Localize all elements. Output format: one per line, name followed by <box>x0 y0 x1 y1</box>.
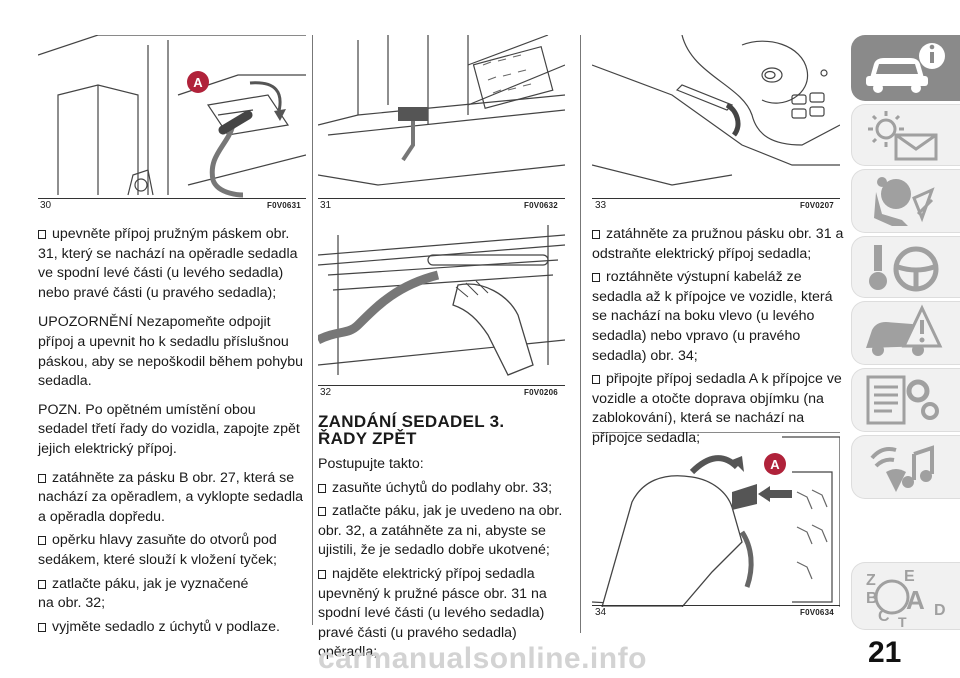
figure-33-rule <box>592 198 840 199</box>
sidebar-tab-multimedia[interactable] <box>851 435 960 499</box>
sidebar-tab-starting-driving[interactable] <box>851 236 960 298</box>
sidebar-tab-car-info[interactable] <box>851 35 960 101</box>
bullet-item: vyjměte sedadlo z úchytů v podlaze. <box>38 618 308 638</box>
figure-30-code: F0V0631 <box>267 201 301 210</box>
text-column-3: zatáhněte za pružnou pásku obr. 31 a ods… <box>592 225 844 453</box>
figure-31-number: 31 <box>320 200 332 211</box>
bullet-item: najděte elektrický přípoj sedadla upevně… <box>318 565 547 661</box>
figure-31-rule <box>318 198 565 199</box>
bullet-box-icon <box>38 579 46 589</box>
page-number: 21 <box>868 636 902 669</box>
svg-text:D: D <box>934 602 946 619</box>
car-breakdown-icon <box>866 304 943 356</box>
svg-text:B: B <box>866 590 878 607</box>
bullet-box-icon <box>592 375 600 385</box>
figure-34-illustration: A <box>592 432 840 607</box>
figure-31-illustration <box>318 35 565 198</box>
key-steering-wheel-icon <box>869 245 939 292</box>
warning-paragraph: UPOZORNĚNÍ Nezapomeňte odpojit přípoj a … <box>38 314 304 390</box>
car-info-icon <box>866 43 945 93</box>
bullet-item: připojte přípoj sedadla A k přípojce ve … <box>592 371 842 446</box>
bullet-item: zatáhněte za pásku B obr. 27, která se n… <box>38 469 303 525</box>
figure-34-code: F0V0634 <box>800 608 834 617</box>
floor-anchor-drawing <box>592 35 840 186</box>
watermark: carmanualsonline.info <box>318 642 647 675</box>
sidebar-tab-warning-lights[interactable] <box>851 104 960 166</box>
figure-32-code: F0V0206 <box>524 388 558 397</box>
warning-lights-icon <box>868 111 938 161</box>
figure-33-number: 33 <box>595 200 607 211</box>
hand-pulling-lever-drawing <box>318 225 565 376</box>
figure-32-number: 32 <box>320 387 332 398</box>
svg-text:A: A <box>906 585 925 615</box>
svg-text:E: E <box>904 568 915 585</box>
bullet-item: zatlačte páku, jak je uvedeno na obr. ob… <box>318 503 563 559</box>
column-divider-2 <box>580 35 581 633</box>
bullet-item: roztáhněte výstupní kabeláž ze sedadla a… <box>592 269 833 364</box>
bullet-item: upevněte přípoj pružným páskem obr. 31, … <box>38 226 298 301</box>
text-column-2: ZANDÁNÍ SEDADEL 3.ŘADY ZPĚT Postupujte t… <box>318 413 570 667</box>
bullet-box-icon <box>38 536 46 546</box>
figure-33-code: F0V0207 <box>800 201 834 210</box>
figure-31-code: F0V0632 <box>524 201 558 210</box>
bullet-box-icon <box>318 569 326 579</box>
sidebar-tab-index[interactable]: Z E B A C D T <box>851 562 960 630</box>
figure-34-rule <box>592 605 840 606</box>
sidebar-tab-maintenance[interactable] <box>851 368 960 432</box>
bullet-box-icon <box>318 483 326 493</box>
column-divider-1 <box>312 35 313 625</box>
svg-text:T: T <box>898 614 907 629</box>
bullet-box-icon <box>592 273 600 283</box>
maintenance-gears-icon <box>866 375 939 425</box>
figure-34-label-a: A <box>770 457 780 472</box>
bullet-box-icon <box>592 230 600 239</box>
sidebar-tab-emergency[interactable] <box>851 301 960 365</box>
bullet-box-icon <box>38 230 46 239</box>
text-column-1: upevněte přípoj pružným páskem obr. 31, … <box>38 225 308 641</box>
section-heading: ZANDÁNÍ SEDADEL 3.ŘADY ZPĚT <box>318 412 505 448</box>
figure-34-number: 34 <box>595 607 607 618</box>
figure-30-label-a: A <box>193 75 203 90</box>
figure-32-rule <box>318 385 565 386</box>
bullet-box-icon <box>38 473 46 483</box>
bullet-item: zatáhněte za pružnou pásku obr. 31 a ods… <box>592 226 844 262</box>
multimedia-icon <box>870 445 934 492</box>
sidebar-tab-safety[interactable] <box>851 169 960 233</box>
figure-30-illustration: A <box>38 35 306 198</box>
figure-32-illustration <box>318 215 565 385</box>
svg-text:Z: Z <box>866 572 876 589</box>
connector-hand-drawing: A <box>592 432 840 607</box>
note-paragraph: POZN. Po opětném umístění obou sedadel t… <box>38 401 300 457</box>
intro-text: Postupujte takto: <box>318 456 424 472</box>
bullet-item: opěrku hlavy zasuňte do otvorů pod sedák… <box>38 532 277 568</box>
bullet-box-icon <box>38 622 46 632</box>
bullet-box-icon <box>318 507 326 517</box>
figure-30-number: 30 <box>40 200 52 211</box>
figure-30-rule <box>38 198 306 199</box>
seat-connector-drawing: A <box>38 35 306 198</box>
seat-strap-drawing <box>318 35 565 186</box>
airbag-person-icon <box>874 177 935 226</box>
alphabetical-index-icon: Z E B A C D T <box>866 568 946 629</box>
bullet-item: zasuňte úchytů do podlahy obr. 33; <box>318 479 570 499</box>
figure-33-illustration <box>592 35 840 198</box>
